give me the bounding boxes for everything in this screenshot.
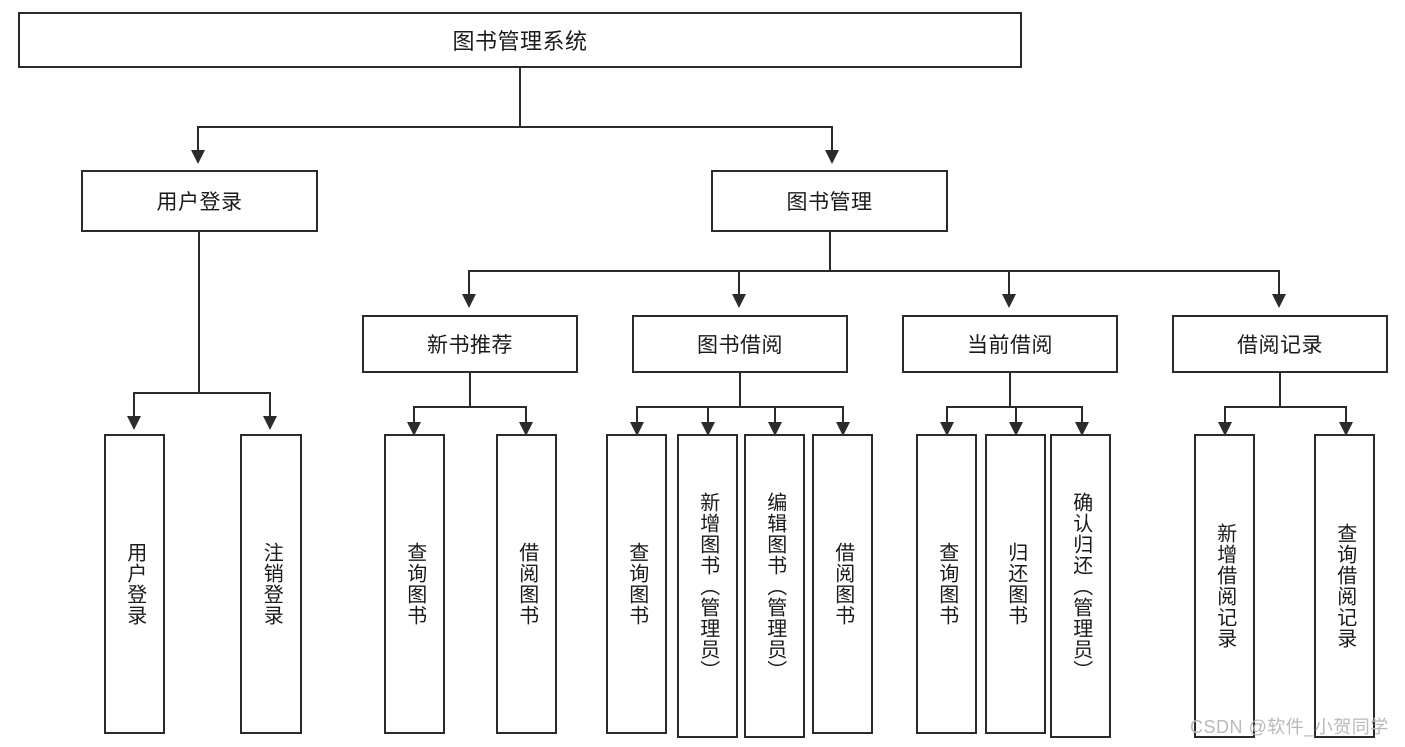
edge-book-mgmt-to-l3-4: [1278, 270, 1280, 296]
edge-book-borrow-stem: [739, 373, 741, 406]
edge-root-stem: [519, 68, 521, 126]
arrow-book-mgmt-to-l3-4: [1272, 294, 1286, 308]
arrow-book-mgmt-to-l3-1: [462, 294, 476, 308]
leaf-current-borrow-return[interactable]: 归还图书: [985, 434, 1046, 734]
node-label: 查询借阅记录: [1333, 523, 1356, 649]
leaf-borrow-record-query[interactable]: 查询借阅记录: [1314, 434, 1375, 738]
node-label: 编辑图书（管理员）: [763, 491, 786, 681]
arrow-borrow-record-to-leaf-1: [1218, 422, 1232, 436]
node-book-borrow[interactable]: 图书借阅: [632, 315, 848, 373]
edge-current-borrow-stem: [1009, 373, 1011, 406]
edge-book-mgmt-to-l3-2: [738, 270, 740, 296]
node-current-borrow[interactable]: 当前借阅: [902, 315, 1118, 373]
node-label: 图书借阅: [697, 334, 783, 357]
edge-current-borrow-bus: [946, 406, 1081, 408]
edge-borrow-record-bus: [1224, 406, 1345, 408]
node-label: 当前借阅: [967, 334, 1053, 357]
arrow-borrow-record-to-leaf-2: [1339, 422, 1353, 436]
edge-book-mgmt-stem: [829, 232, 831, 270]
edge-root-to-user-login: [197, 126, 199, 152]
edge-new-book-to-leaf-2: [525, 406, 527, 424]
leaf-book-borrow-add[interactable]: 新增图书（管理员）: [677, 434, 738, 738]
node-label: 查询图书: [935, 542, 958, 626]
edge-new-book-stem: [469, 373, 471, 406]
arrow-book-mgmt-to-l3-3: [1002, 294, 1016, 308]
edge-user-login-to-leaf-1: [133, 392, 135, 418]
leaf-new-book-borrow[interactable]: 借阅图书: [496, 434, 557, 734]
leaf-user-login-logout[interactable]: 注销登录: [240, 434, 302, 734]
csdn-watermark: CSDN @软件_小贺同学: [1190, 717, 1389, 737]
node-label: 新增图书（管理员）: [696, 491, 719, 681]
arrow-book-borrow-to-leaf-4: [836, 422, 850, 436]
edge-current-borrow-to-leaf-2: [1015, 406, 1017, 424]
arrow-current-borrow-to-leaf-3: [1075, 422, 1089, 436]
edge-book-mgmt-bus: [468, 270, 1278, 272]
node-book-management[interactable]: 图书管理: [711, 170, 948, 232]
node-label: 用户登录: [156, 191, 243, 214]
arrow-book-mgmt-to-l3-2: [732, 294, 746, 308]
node-label: 查询图书: [625, 542, 648, 626]
edge-current-borrow-to-leaf-3: [1081, 406, 1083, 424]
leaf-current-borrow-query[interactable]: 查询图书: [916, 434, 977, 734]
edge-user-login-bus: [133, 392, 269, 394]
edge-borrow-record-to-leaf-2: [1345, 406, 1347, 424]
arrow-current-borrow-to-leaf-2: [1009, 422, 1023, 436]
leaf-new-book-query[interactable]: 查询图书: [384, 434, 445, 734]
arrow-book-borrow-to-leaf-2: [701, 422, 715, 436]
arrow-user-login-to-leaf-1: [127, 416, 141, 430]
node-label: 借阅记录: [1237, 334, 1323, 357]
node-label: 借阅图书: [831, 542, 854, 626]
node-label: 确认归还（管理员）: [1069, 491, 1092, 681]
node-root-system[interactable]: 图书管理系统: [18, 12, 1022, 68]
edge-book-borrow-to-leaf-3: [774, 406, 776, 424]
node-user-login[interactable]: 用户登录: [81, 170, 318, 232]
edge-root-bus: [197, 126, 833, 128]
leaf-book-borrow-borrow[interactable]: 借阅图书: [812, 434, 873, 734]
arrow-root-to-book-mgmt: [825, 150, 839, 164]
leaf-borrow-record-add[interactable]: 新增借阅记录: [1194, 434, 1255, 738]
arrow-root-to-user-login: [191, 150, 205, 164]
node-label: 注销登录: [260, 542, 283, 626]
edge-borrow-record-stem: [1279, 373, 1281, 406]
arrow-current-borrow-to-leaf-1: [940, 422, 954, 436]
edge-book-mgmt-to-l3-1: [468, 270, 470, 296]
edge-user-login-to-leaf-2: [269, 392, 271, 418]
node-label: 新书推荐: [427, 334, 513, 357]
edge-book-borrow-to-leaf-2: [707, 406, 709, 424]
node-label: 借阅图书: [515, 542, 538, 626]
node-label: 图书管理: [786, 191, 873, 214]
node-label: 新增借阅记录: [1213, 523, 1236, 649]
arrow-book-borrow-to-leaf-1: [630, 422, 644, 436]
node-label: 归还图书: [1004, 542, 1027, 626]
edge-book-borrow-to-leaf-1: [636, 406, 638, 424]
edge-book-borrow-to-leaf-4: [842, 406, 844, 424]
arrow-new-book-to-leaf-1: [407, 422, 421, 436]
leaf-user-login-login[interactable]: 用户登录: [104, 434, 165, 734]
edge-book-mgmt-to-l3-3: [1008, 270, 1010, 296]
node-borrow-record[interactable]: 借阅记录: [1172, 315, 1388, 373]
edge-borrow-record-to-leaf-1: [1224, 406, 1226, 424]
edge-user-login-stem: [198, 232, 200, 392]
node-label: 查询图书: [403, 542, 426, 626]
edge-root-to-book-mgmt: [831, 126, 833, 152]
leaf-current-borrow-confirm[interactable]: 确认归还（管理员）: [1050, 434, 1111, 738]
edge-new-book-bus: [413, 406, 525, 408]
leaf-book-borrow-edit[interactable]: 编辑图书（管理员）: [744, 434, 805, 738]
edge-book-borrow-bus: [636, 406, 843, 408]
node-label: 用户登录: [123, 542, 146, 626]
arrow-new-book-to-leaf-2: [519, 422, 533, 436]
edge-new-book-to-leaf-1: [413, 406, 415, 424]
arrow-book-borrow-to-leaf-3: [768, 422, 782, 436]
node-label: 图书管理系统: [452, 29, 588, 54]
node-new-book-recommend[interactable]: 新书推荐: [362, 315, 578, 373]
arrow-user-login-to-leaf-2: [263, 416, 277, 430]
leaf-book-borrow-query[interactable]: 查询图书: [606, 434, 667, 734]
edge-current-borrow-to-leaf-1: [946, 406, 948, 424]
